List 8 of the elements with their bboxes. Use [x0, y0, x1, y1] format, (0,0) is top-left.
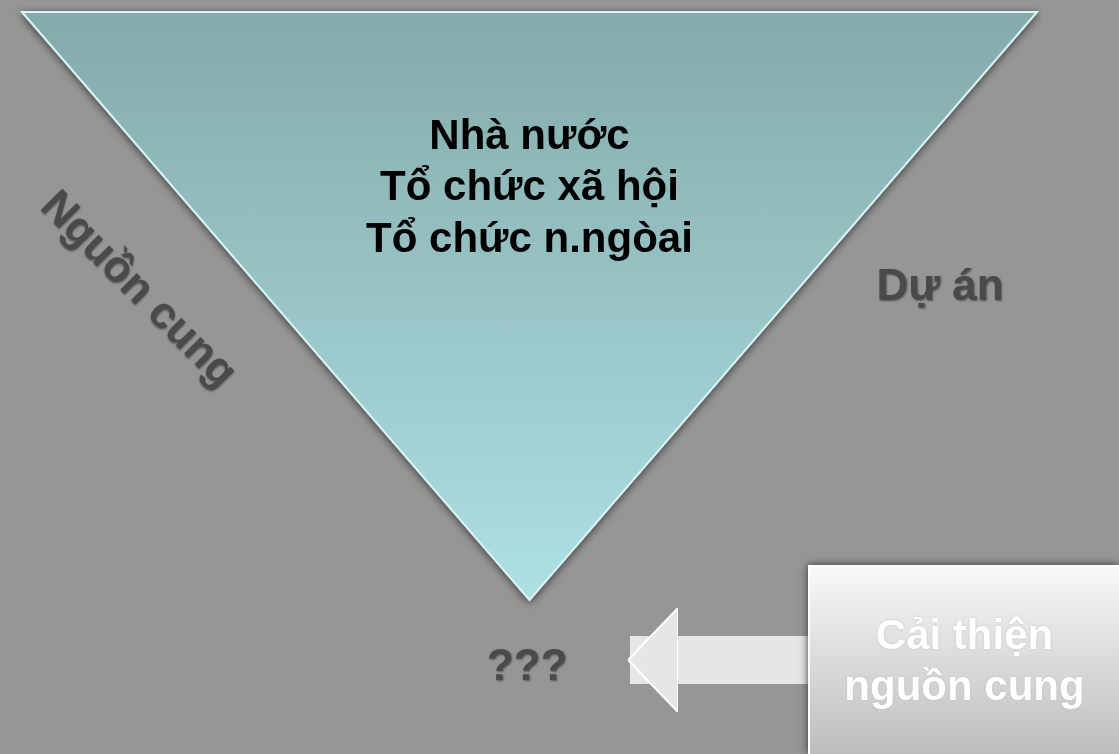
group-text: Tổ chức n.ngòai — [366, 212, 693, 263]
callout-box — [808, 565, 1119, 754]
group-text: Nhà nước — [429, 110, 630, 161]
question-text: ??? — [486, 638, 568, 691]
group-text: Tổ chức xã hội — [380, 161, 679, 212]
funnel-triangle — [22, 12, 1037, 600]
block-arrow — [627, 607, 808, 713]
side-label: Dự án — [876, 260, 1004, 310]
